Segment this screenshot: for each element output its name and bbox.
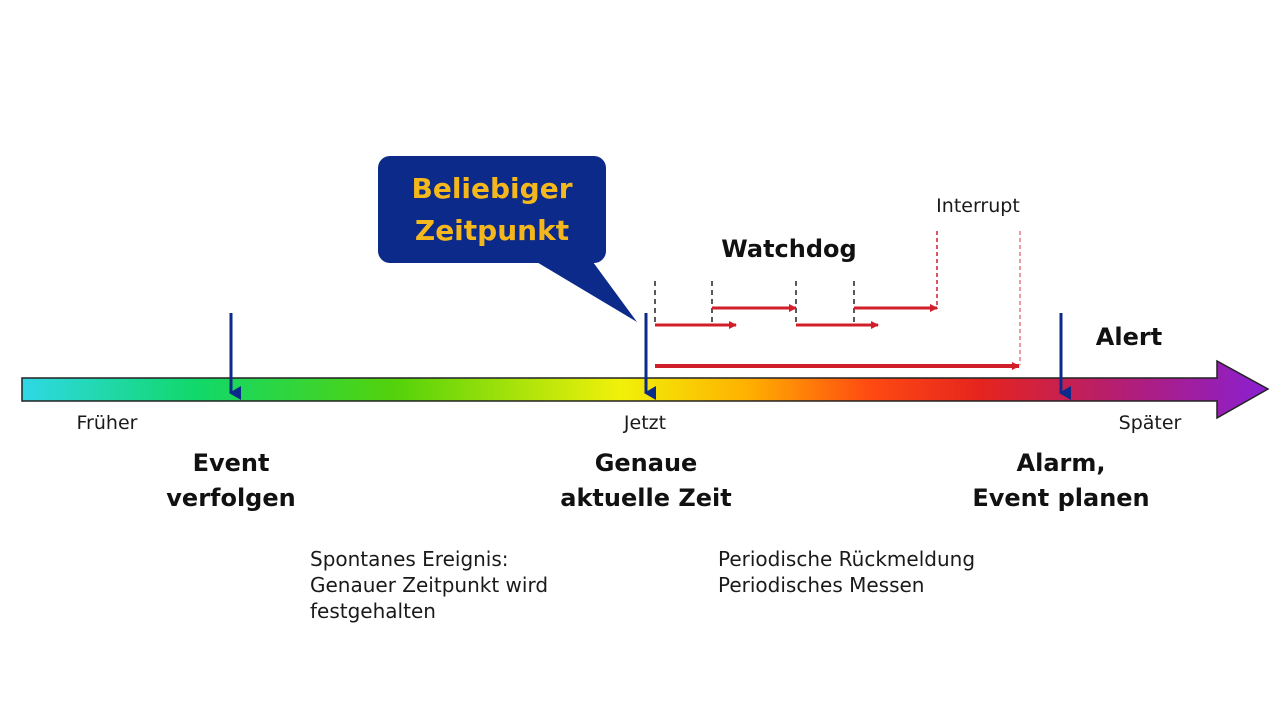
event-track-line1: Event: [193, 449, 270, 477]
callout-pointer: [530, 258, 637, 322]
timeline-label-now: Jetzt: [623, 412, 666, 434]
alert-label: Alert: [1096, 323, 1162, 351]
spontaneous-desc-line1: Spontanes Ereignis:: [310, 547, 509, 571]
periodic-desc-line1: Periodische Rückmeldung: [718, 547, 975, 571]
callout-line2: Zeitpunkt: [415, 214, 569, 247]
callout-box: [378, 156, 606, 263]
alarm-plan-line2: Event planen: [972, 484, 1149, 512]
timeline-label-earlier: Früher: [77, 412, 138, 434]
callout-line1: Beliebiger: [412, 172, 573, 205]
timeline-label-later: Später: [1119, 412, 1182, 434]
watchdog-ticks: [654, 281, 855, 322]
periodic-desc-line2: Periodisches Messen: [718, 573, 924, 597]
exact-time-line1: Genaue: [595, 449, 698, 477]
spontaneous-desc-line2: Genauer Zeitpunkt wird: [310, 573, 548, 597]
spontaneous-desc-line3: festgehalten: [310, 599, 436, 623]
interrupt-label: Interrupt: [936, 195, 1020, 217]
event-track-line2: verfolgen: [166, 484, 295, 512]
alarm-plan-line1: Alarm,: [1017, 449, 1106, 477]
watchdog-label: Watchdog: [721, 235, 856, 263]
exact-time-line2: aktuelle Zeit: [560, 484, 731, 512]
